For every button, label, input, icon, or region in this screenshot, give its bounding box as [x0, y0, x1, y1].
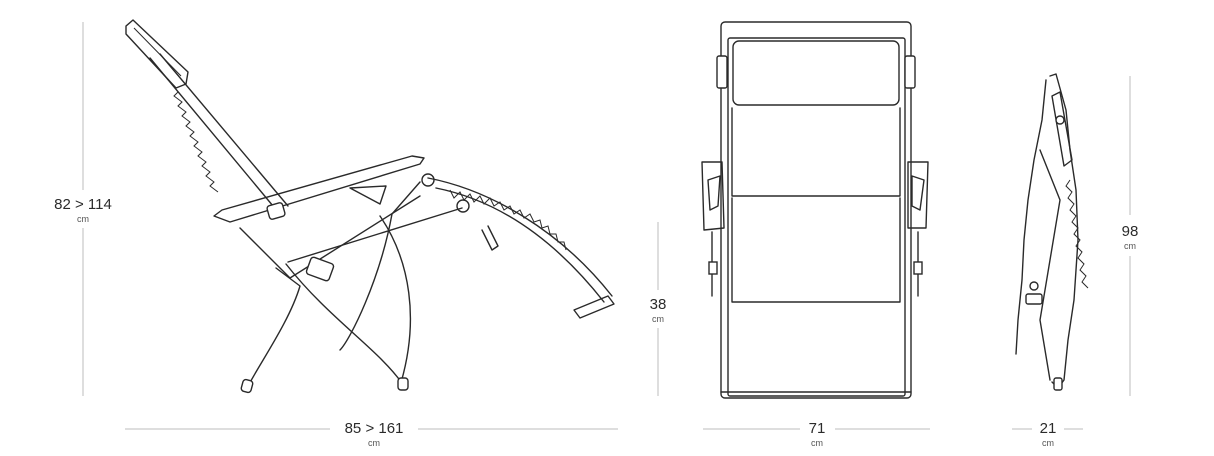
side-backrest-frame-inner [159, 53, 289, 207]
front-seat-panel [731, 197, 901, 303]
side-depth-unit: cm [368, 438, 380, 448]
side-front-leg [379, 215, 412, 387]
side-pivot-knee [456, 199, 470, 213]
folded-depth-value: 21 [1039, 420, 1057, 437]
side-footrest-end [573, 295, 615, 319]
side-rear-foot [240, 378, 254, 394]
folded-height-unit: cm [1124, 241, 1136, 251]
folded-pivot-top [1055, 115, 1065, 125]
side-footrest-cords [449, 189, 567, 251]
side-headrest-seam [133, 27, 182, 77]
folded-frame-front [1015, 79, 1047, 355]
front-left-clip [707, 175, 721, 211]
folded-height-value: 98 [1121, 223, 1139, 240]
side-front-foot [397, 377, 409, 391]
front-right-armrest [907, 161, 929, 229]
front-headrest-pad [732, 40, 900, 106]
front-right-lock [913, 261, 923, 275]
side-seat-bracket [349, 185, 387, 205]
folded-depth-label: 21 cm [1029, 421, 1067, 448]
dimension-lines [82, 22, 1131, 430]
front-view-chair [701, 21, 929, 399]
seat-height-unit: cm [652, 314, 664, 324]
side-height-value: 82 > 114 [54, 196, 112, 213]
side-height-unit: cm [77, 214, 89, 224]
front-outer-frame [720, 21, 912, 399]
front-width-label: 71 cm [798, 421, 836, 448]
side-lock-clip [305, 256, 335, 282]
side-depth-label: 85 > 161 cm [334, 421, 414, 448]
side-lower-brace [287, 207, 463, 263]
folded-cords [1065, 179, 1089, 289]
side-backrest-frame [149, 57, 279, 213]
side-armrest-joint [266, 202, 286, 220]
front-left-lock [708, 261, 718, 275]
folded-height-label: 98 cm [1111, 224, 1149, 251]
folded-armrest [1051, 91, 1073, 167]
folded-depth-unit: cm [1042, 438, 1054, 448]
side-armrest [213, 155, 425, 223]
folded-leg [1039, 149, 1061, 381]
front-left-armrest [701, 161, 725, 231]
side-view-chair [125, 19, 615, 394]
side-front-strut [339, 181, 421, 351]
side-rear-leg [247, 267, 301, 387]
front-backrest-panel [731, 107, 901, 197]
front-left-strap [716, 55, 728, 89]
folded-view-chair [1015, 73, 1089, 391]
side-height-label: 82 > 114 cm [46, 197, 120, 224]
folded-pivot-lower [1029, 281, 1039, 291]
side-pivot-top [421, 173, 435, 187]
front-right-strap [904, 55, 916, 89]
seat-height-value: 38 [649, 296, 667, 313]
front-right-clip [911, 175, 925, 211]
front-inner-frame [727, 37, 906, 397]
side-backrest-cords [173, 91, 219, 193]
folded-foot [1053, 377, 1063, 391]
seat-height-label: 38 cm [638, 297, 678, 324]
front-width-value: 71 [808, 420, 826, 437]
side-footrest-stop [481, 225, 499, 251]
side-headrest [125, 19, 189, 89]
front-width-unit: cm [811, 438, 823, 448]
side-depth-value: 85 > 161 [344, 420, 404, 437]
side-cross-leg [285, 263, 405, 387]
folded-lock-clip [1025, 293, 1043, 305]
